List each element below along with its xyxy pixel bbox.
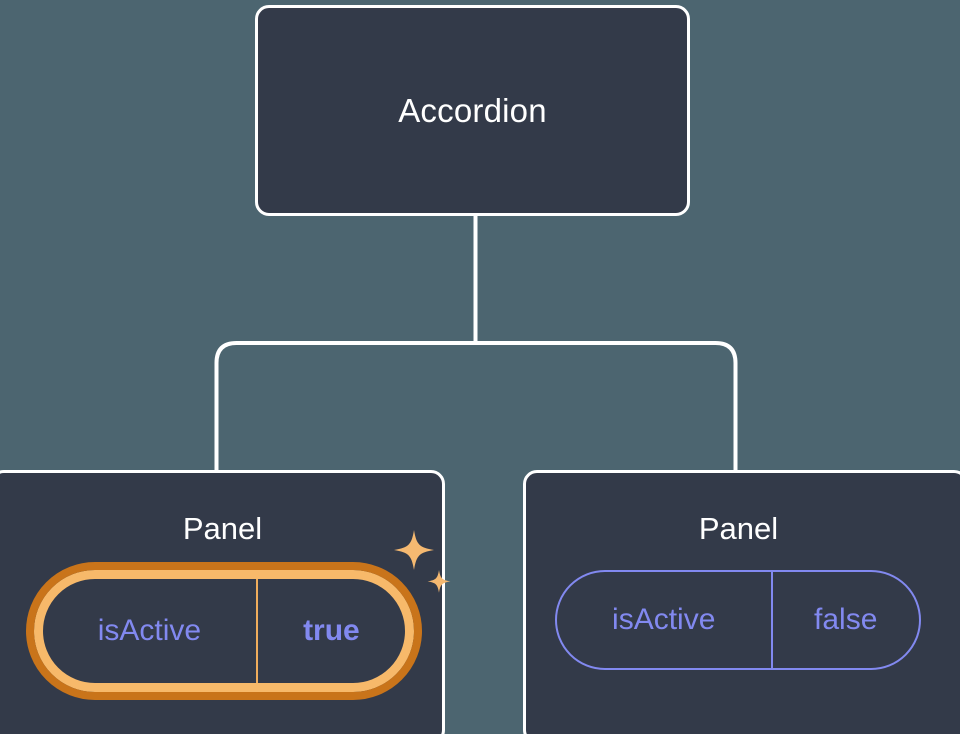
node-accordion-title: Accordion [398, 92, 547, 129]
prop-pill-wrapper-inactive: isActive false [554, 570, 921, 670]
prop-pill-is-active[interactable]: isActive true [25, 562, 422, 700]
node-panel-inactive[interactable]: Panel isActive false [523, 470, 960, 734]
prop-value-label: true [303, 614, 360, 647]
prop-pill-is-active[interactable]: isActive false [554, 570, 921, 670]
connector-branch-left [214, 341, 476, 470]
sparkle-icon [393, 530, 434, 570]
sparkle-small-icon [427, 570, 450, 593]
node-panel-active[interactable]: Panel isActive true [0, 470, 450, 734]
prop-pill-wrapper-active: isActive true [25, 530, 450, 700]
node-accordion[interactable]: Accordion [255, 5, 690, 216]
node-panel-active-title: Panel [182, 511, 263, 546]
prop-value-label: false [814, 603, 878, 636]
prop-key-label: isActive [557, 572, 773, 668]
prop-key-label: isActive [43, 579, 259, 683]
node-panel-inactive-title: Panel [698, 511, 779, 546]
connector-branch-right [475, 341, 738, 470]
